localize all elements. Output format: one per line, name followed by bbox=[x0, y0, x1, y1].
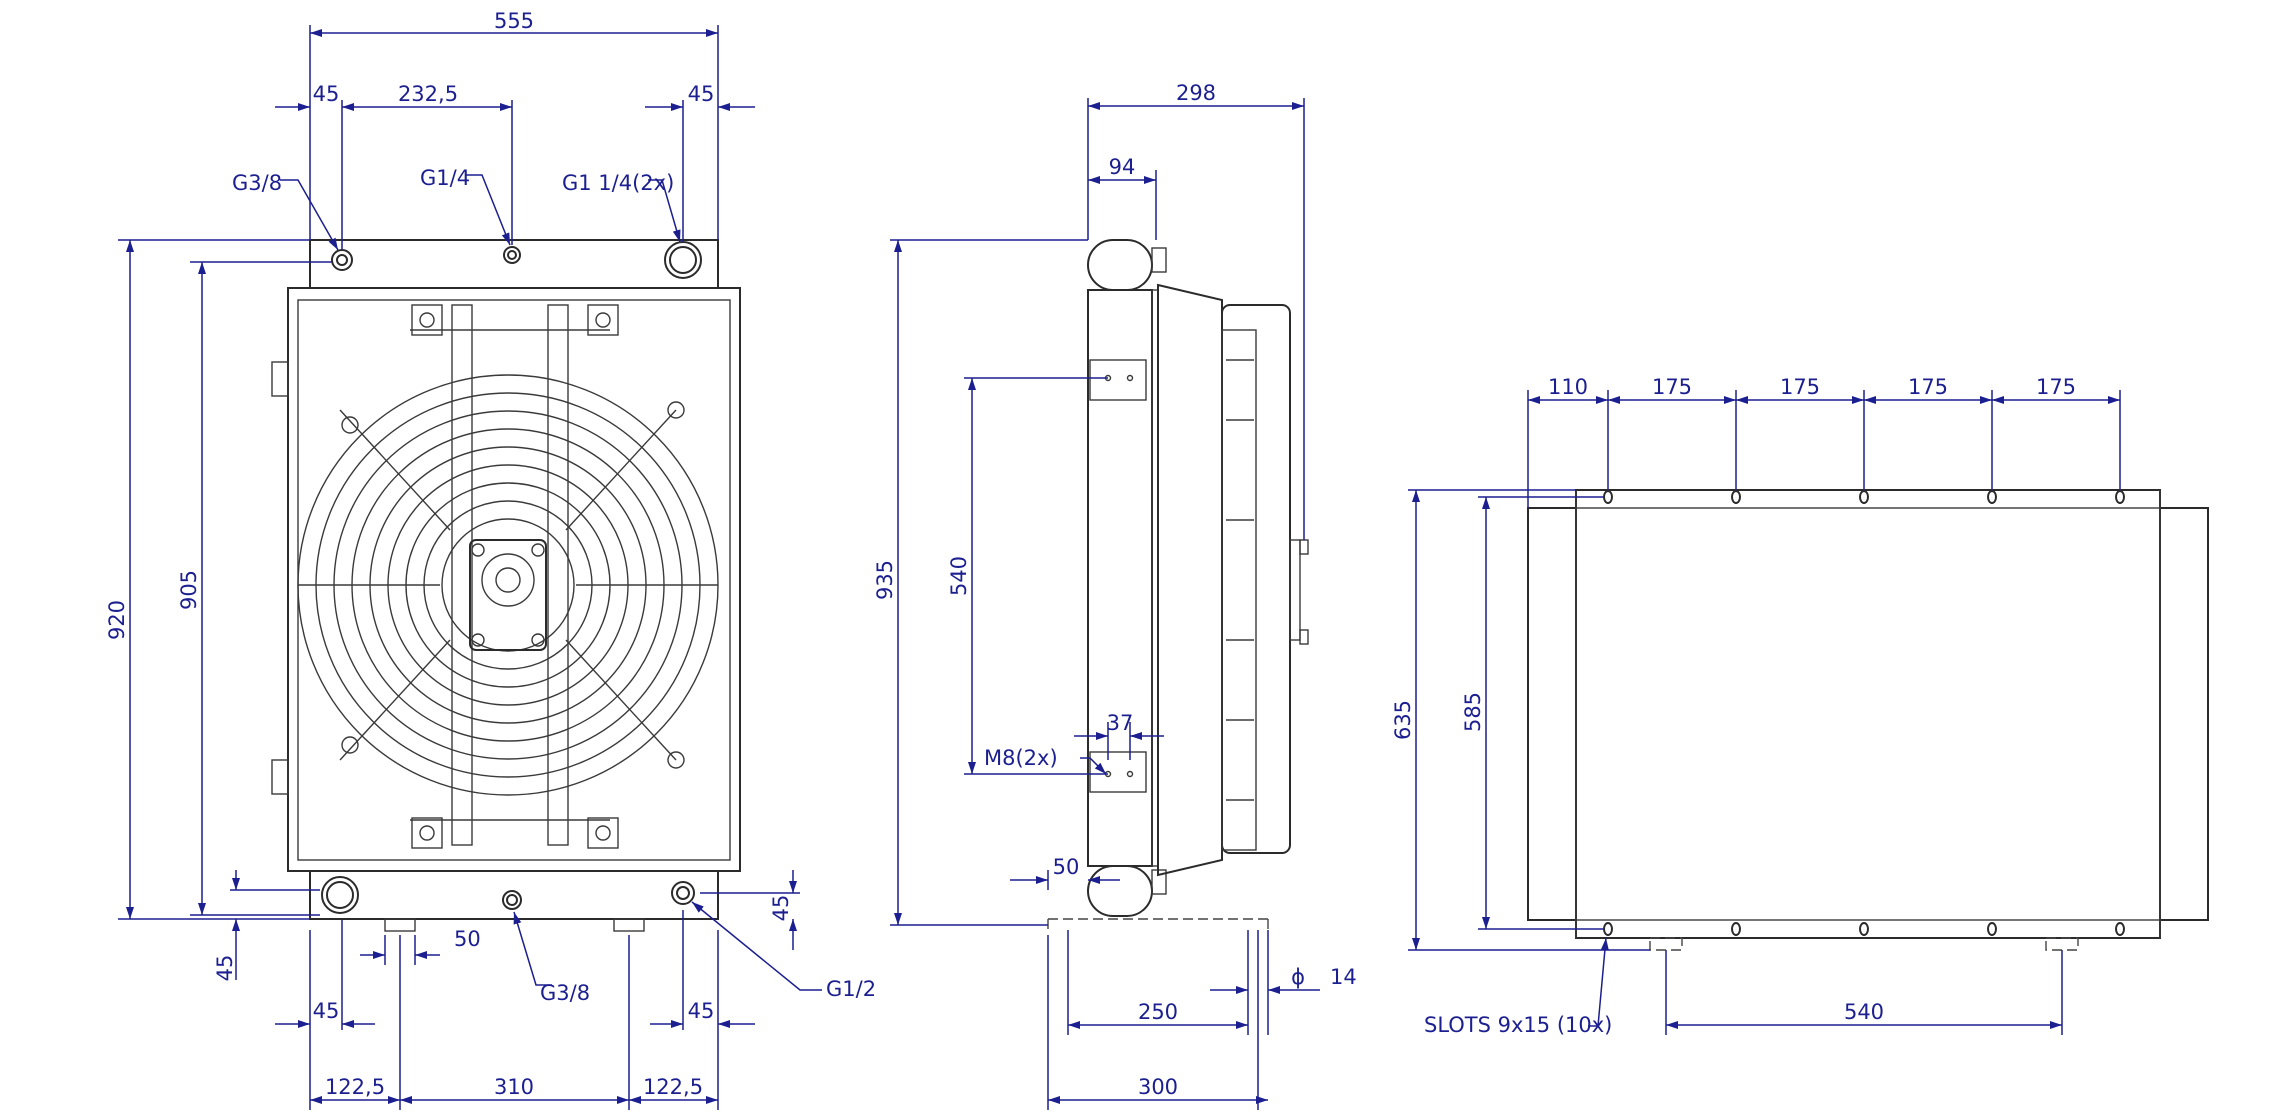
dim-side-tank-depth: 94 bbox=[1109, 155, 1136, 179]
bottom-core bbox=[1575, 489, 2161, 939]
dim-right-offset: 45 bbox=[688, 82, 715, 106]
bottom-left-tank bbox=[1527, 507, 1577, 921]
dim-slot-first: 110 bbox=[1548, 375, 1588, 399]
side-shroud bbox=[1157, 283, 1223, 877]
dim-bottom-offset-right: 45 bbox=[769, 895, 793, 922]
dim-side-bolt-offset: 37 bbox=[1107, 711, 1134, 735]
dim-bottom-height-inner: 585 bbox=[1461, 692, 1485, 732]
dim-side-foot-offset: 50 bbox=[1053, 855, 1080, 879]
dim-side-height: 935 bbox=[873, 560, 897, 600]
bottom-right-tank bbox=[2159, 507, 2209, 921]
label-side-bolt: M8(2x) bbox=[984, 746, 1058, 770]
dim-slot-pitch-1: 175 bbox=[1652, 375, 1692, 399]
dim-bottom-height-outer: 635 bbox=[1391, 700, 1415, 740]
dim-bottom-gap: 50 bbox=[454, 927, 481, 951]
dim-side-foot-width: 300 bbox=[1138, 1075, 1178, 1099]
side-bottom-tank bbox=[1087, 865, 1153, 917]
label-slots: SLOTS 9x15 (10x) bbox=[1424, 1013, 1612, 1037]
bottom-view: 110 175 175 175 175 635 585 540 SLOTS 9x… bbox=[1391, 375, 2209, 1037]
side-top-tank bbox=[1087, 239, 1153, 291]
dim-side-foot-spacing: 250 bbox=[1138, 1000, 1178, 1024]
dim-slot-pitch-2: 175 bbox=[1780, 375, 1820, 399]
dim-overall-height: 920 bbox=[105, 600, 129, 640]
dim-side-mount-spacing: 540 bbox=[947, 556, 971, 596]
dim-bottom-right-122: 122,5 bbox=[643, 1075, 703, 1099]
label-port-right-top: G1 1/4(2x) bbox=[562, 171, 674, 195]
motor-hub bbox=[469, 539, 547, 651]
dim-inner-height: 905 bbox=[177, 570, 201, 610]
side-view: 298 94 935 540 37 M8(2x) 50 250 300 bbox=[873, 81, 1357, 1110]
fan-guard bbox=[297, 374, 719, 796]
dim-bottom-left-45: 45 bbox=[313, 999, 340, 1023]
dim-overall-width: 555 bbox=[494, 9, 534, 33]
label-port-left-top: G3/8 bbox=[232, 171, 282, 195]
side-core bbox=[1087, 289, 1153, 867]
dim-bottom-left-122: 122,5 bbox=[325, 1075, 385, 1099]
dim-side-diameter-symbol: ϕ bbox=[1291, 965, 1305, 989]
dim-bottom-offset-left: 45 bbox=[213, 955, 237, 982]
dim-left-offset: 45 bbox=[313, 82, 340, 106]
label-port-bottom-right: G1/2 bbox=[826, 977, 876, 1001]
dim-g14-offset: 232,5 bbox=[398, 82, 458, 106]
dim-bottom-mid-310: 310 bbox=[494, 1075, 534, 1099]
dim-slot-pitch-4: 175 bbox=[2036, 375, 2076, 399]
front-view: 555 45 232,5 45 G3/8 G1/4 G1 1/4(2x) 920… bbox=[105, 9, 876, 1110]
dim-side-hole-diameter: 14 bbox=[1330, 965, 1357, 989]
dim-slot-pitch-3: 175 bbox=[1908, 375, 1948, 399]
dim-bottom-foot-spacing: 540 bbox=[1844, 1000, 1884, 1024]
dim-side-depth: 298 bbox=[1176, 81, 1216, 105]
label-port-center-top: G1/4 bbox=[420, 166, 470, 190]
dim-bottom-right-45: 45 bbox=[688, 999, 715, 1023]
